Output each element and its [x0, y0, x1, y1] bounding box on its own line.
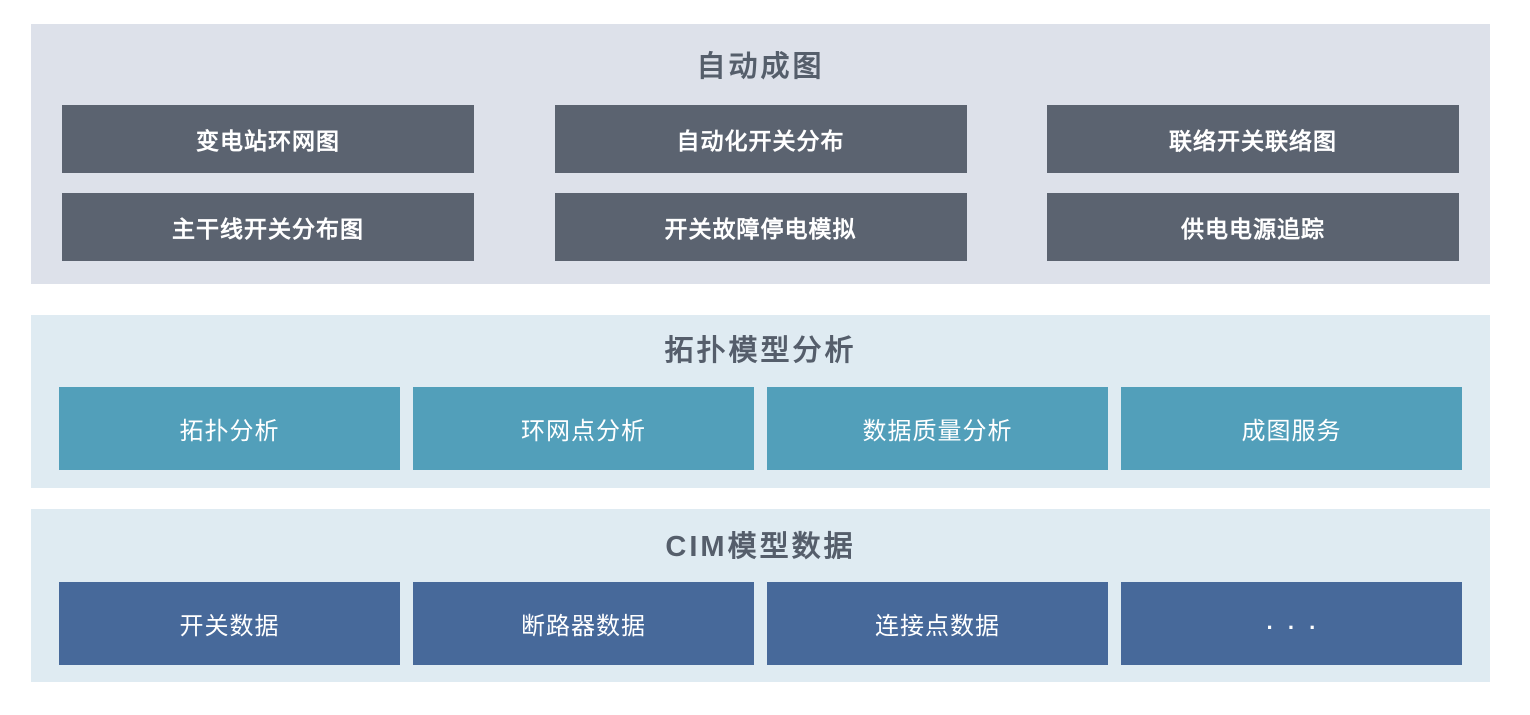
cim-data-row: 开关数据 断路器数据 连接点数据 ··· — [31, 582, 1490, 665]
module-data-quality-analysis: 数据质量分析 — [767, 387, 1108, 470]
auto-diagram-row-2: 主干线开关分布图 开关故障停电模拟 供电电源追踪 — [31, 193, 1490, 261]
module-circuit-breaker-data: 断路器数据 — [413, 582, 754, 665]
section-auto-diagram-title: 自动成图 — [696, 51, 825, 83]
module-automated-switch-distribution: 自动化开关分布 — [554, 105, 967, 173]
module-ring-point-analysis: 环网点分析 — [413, 387, 754, 470]
module-switch-fault-outage-simulation: 开关故障停电模拟 — [554, 193, 967, 261]
module-switch-data: 开关数据 — [59, 582, 400, 665]
auto-diagram-row-1: 变电站环网图 自动化开关分布 联络开关联络图 — [31, 105, 1490, 173]
module-tie-switch-connection-diagram: 联络开关联络图 — [1047, 105, 1459, 173]
module-trunk-line-switch-distribution: 主干线开关分布图 — [62, 193, 474, 261]
module-topology-analysis: 拓扑分析 — [59, 387, 400, 470]
section-topology-analysis-title: 拓扑模型分析 — [664, 335, 857, 367]
module-connection-point-data: 连接点数据 — [767, 582, 1108, 665]
module-diagram-service: 成图服务 — [1121, 387, 1462, 470]
module-ellipsis: ··· — [1121, 582, 1462, 665]
module-substation-ring-diagram: 变电站环网图 — [62, 105, 474, 173]
topology-analysis-row: 拓扑分析 环网点分析 数据质量分析 成图服务 — [31, 387, 1490, 470]
section-cim-data: CIM模型数据 开关数据 断路器数据 连接点数据 ··· — [31, 509, 1490, 682]
section-auto-diagram: 自动成图 变电站环网图 自动化开关分布 联络开关联络图 主干线开关分布图 开关故… — [31, 24, 1490, 284]
module-power-source-tracing: 供电电源追踪 — [1047, 193, 1459, 261]
section-topology-analysis: 拓扑模型分析 拓扑分析 环网点分析 数据质量分析 成图服务 — [31, 315, 1490, 488]
section-cim-data-title: CIM模型数据 — [665, 531, 856, 563]
